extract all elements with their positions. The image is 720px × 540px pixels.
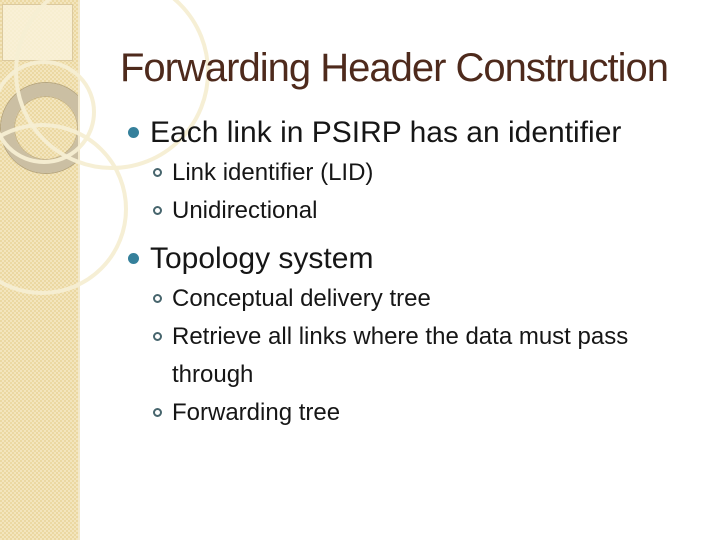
bullet-text: Each link in PSIRP has an identifier (150, 116, 622, 149)
bullet-text: Forwarding tree (172, 399, 341, 426)
bullet-text: Link identifier (LID) (172, 159, 374, 186)
slide-title: Forwarding Header Construction (120, 46, 669, 90)
bullet-text: Conceptual delivery tree (172, 285, 431, 312)
bullet-circle-icon (153, 294, 162, 303)
bullet-item: Link identifier (LID) (126, 154, 678, 192)
bullet-item: Forwarding tree (126, 394, 678, 432)
bullet-item: Conceptual delivery tree (126, 280, 678, 318)
bullet-item: Retrieve all links where the data must p… (126, 318, 678, 394)
bullet-dot-icon (128, 253, 139, 264)
bullet-circle-icon (153, 332, 162, 341)
bullet-item: Unidirectional (126, 192, 678, 230)
bullet-circle-icon (153, 168, 162, 177)
bullet-text: Unidirectional (172, 197, 318, 224)
bullet-item: Topology system (126, 238, 678, 280)
bullet-text: Topology system (150, 242, 374, 275)
bullet-circle-icon (153, 408, 162, 417)
bullet-item: Each link in PSIRP has an identifier (126, 112, 678, 154)
slide-body: Each link in PSIRP has an identifier Lin… (126, 112, 678, 432)
bullet-circle-icon (153, 206, 162, 215)
bullet-dot-icon (128, 127, 139, 138)
bullet-text: Retrieve all links where the data must p… (172, 323, 629, 388)
